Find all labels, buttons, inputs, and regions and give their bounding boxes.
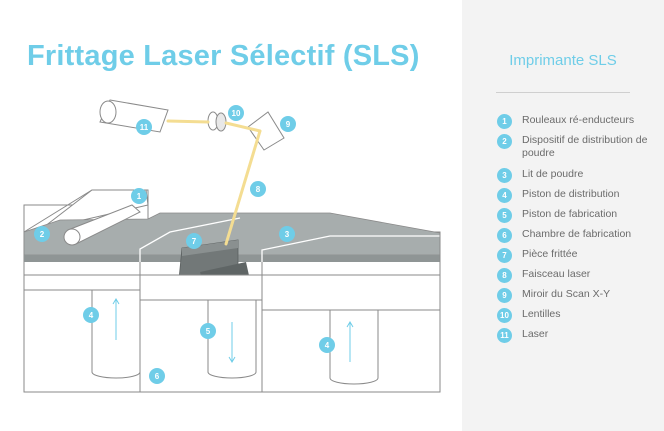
legend-label: Dispositif de distribution de poudre xyxy=(522,134,648,159)
marker-10: 10 xyxy=(232,109,241,118)
legend-item: 8 Faisceau laser xyxy=(497,268,664,288)
legend-number: 8 xyxy=(497,268,512,283)
marker-7: 7 xyxy=(192,237,197,246)
legend-item: 6 Chambre de fabrication xyxy=(497,228,664,248)
roller xyxy=(63,204,141,246)
legend-number: 10 xyxy=(497,308,512,323)
panel-title: Imprimante SLS xyxy=(509,52,617,69)
legend-item: 3 Lit de poudre xyxy=(497,168,664,188)
diagram-markers: 11 10 9 8 1 2 7 3 4 5 4 6 xyxy=(34,105,335,384)
marker-4-right: 4 xyxy=(325,341,330,350)
legend-item: 1 Rouleaux ré-enducteurs xyxy=(497,114,664,134)
legend-label: Piston de fabrication xyxy=(522,208,618,220)
legend-number: 6 xyxy=(497,228,512,243)
legend-label: Lentilles xyxy=(522,308,561,320)
legend-item: 10 Lentilles xyxy=(497,308,664,328)
legend-number: 2 xyxy=(497,134,512,149)
marker-5: 5 xyxy=(206,327,211,336)
marker-3: 3 xyxy=(285,230,290,239)
marker-1: 1 xyxy=(137,192,142,201)
legend-label: Chambre de fabrication xyxy=(522,228,632,240)
legend-item: 9 Miroir du Scan X-Y xyxy=(497,288,664,308)
panel-divider xyxy=(496,92,630,93)
legend-item: 7 Pièce frittée xyxy=(497,248,664,268)
marker-6: 6 xyxy=(155,372,160,381)
laser-beam xyxy=(166,119,262,246)
legend-label: Rouleaux ré-enducteurs xyxy=(522,114,635,126)
legend-panel: Imprimante SLS xyxy=(462,0,664,431)
legend-item: 2 Dispositif de distribution de poudre xyxy=(497,134,664,168)
legend-list: 1 Rouleaux ré-enducteurs 2 Dispositif de d… xyxy=(497,114,664,348)
legend-number: 4 xyxy=(497,188,512,203)
legend-label: Pièce frittée xyxy=(522,248,578,260)
marker-4-left: 4 xyxy=(89,311,94,320)
marker-8: 8 xyxy=(256,185,261,194)
marker-2: 2 xyxy=(40,230,45,239)
legend-number: 7 xyxy=(497,248,512,263)
legend-item: 4 Piston de distribution xyxy=(497,188,664,208)
legend-label: Faisceau laser xyxy=(522,268,591,280)
legend-number: 11 xyxy=(497,328,512,343)
marker-11: 11 xyxy=(140,123,149,132)
legend-number: 9 xyxy=(497,288,512,303)
pistons xyxy=(24,289,440,385)
piston-arrows xyxy=(112,298,354,363)
legend-label: Miroir du Scan X-Y xyxy=(522,288,611,300)
legend-label: Laser xyxy=(522,328,549,340)
legend-item: 11 Laser xyxy=(497,328,664,348)
legend-number: 3 xyxy=(497,168,512,183)
legend-number: 1 xyxy=(497,114,512,129)
marker-9: 9 xyxy=(286,120,291,129)
legend-number: 5 xyxy=(497,208,512,223)
chamber-dividers xyxy=(139,217,440,262)
legend-label: Piston de distribution xyxy=(522,188,620,200)
page-title: Frittage Laser Sélectif (SLS) xyxy=(27,40,420,72)
legend-item: 5 Piston de fabrication xyxy=(497,208,664,228)
legend-label: Lit de poudre xyxy=(522,168,584,180)
